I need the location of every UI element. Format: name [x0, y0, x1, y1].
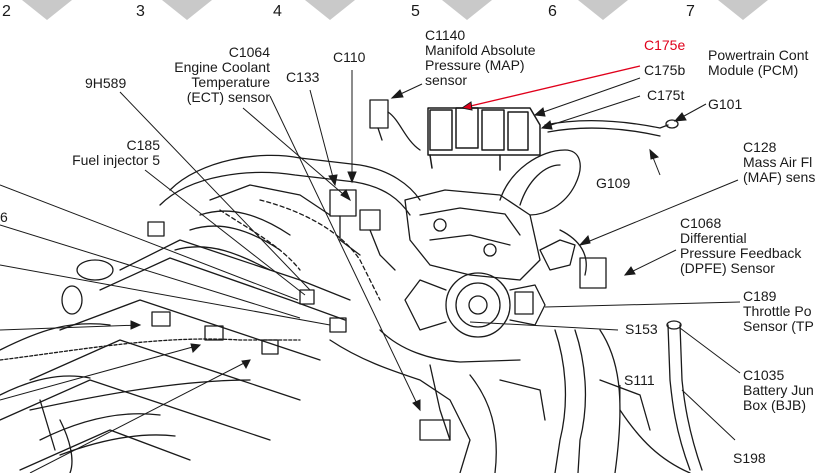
column-marker-3: 3: [136, 3, 145, 20]
label-c1035-bjb: C1035 Battery Jun Box (BJB): [743, 367, 814, 413]
label-c175t: C175t: [647, 87, 685, 103]
label-s111: S111: [624, 372, 655, 388]
column-marker-4: 4: [273, 3, 282, 20]
label-s198: S198: [733, 450, 766, 466]
label-c110: C110: [333, 49, 366, 65]
label-g109: G109: [596, 175, 631, 191]
column-marker-5: 5: [411, 3, 420, 20]
label-c1140-map-sensor: C1140 Manifold Absolute Pressure (MAP) s…: [425, 27, 536, 88]
label-c189-tp-sensor: C189 Throttle Po Sensor (TP: [743, 288, 814, 334]
engine-drawing: [0, 99, 703, 473]
label-c175e: C175e: [644, 37, 686, 53]
label-pcm: Powertrain Cont Module (PCM): [708, 47, 809, 78]
label-c1064-ect-sensor: C1064 Engine Coolant Temperature (ECT) s…: [174, 44, 270, 105]
label-c1068-dpfe-sensor: C1068 Differential Pressure Feedback (DP…: [680, 215, 802, 276]
label-c175b: C175b: [644, 62, 686, 78]
label-c133: C133: [286, 69, 320, 85]
column-marker-2: 2: [2, 3, 11, 20]
column-marker-7: 7: [686, 3, 695, 20]
label-s153: S153: [625, 321, 658, 337]
leader-lines: [0, 65, 741, 473]
label-c128-maf-sensor: C128 Mass Air Fl (MAF) sens: [743, 139, 816, 185]
label-9h589: 9H589: [85, 75, 127, 91]
column-tabs: [22, 0, 768, 20]
label-c185-fuel-injector: C185 Fuel injector 5: [72, 137, 160, 168]
column-marker-6: 6: [548, 3, 557, 20]
label-g101: G101: [708, 96, 743, 112]
label-edge-6: 6: [0, 209, 8, 225]
